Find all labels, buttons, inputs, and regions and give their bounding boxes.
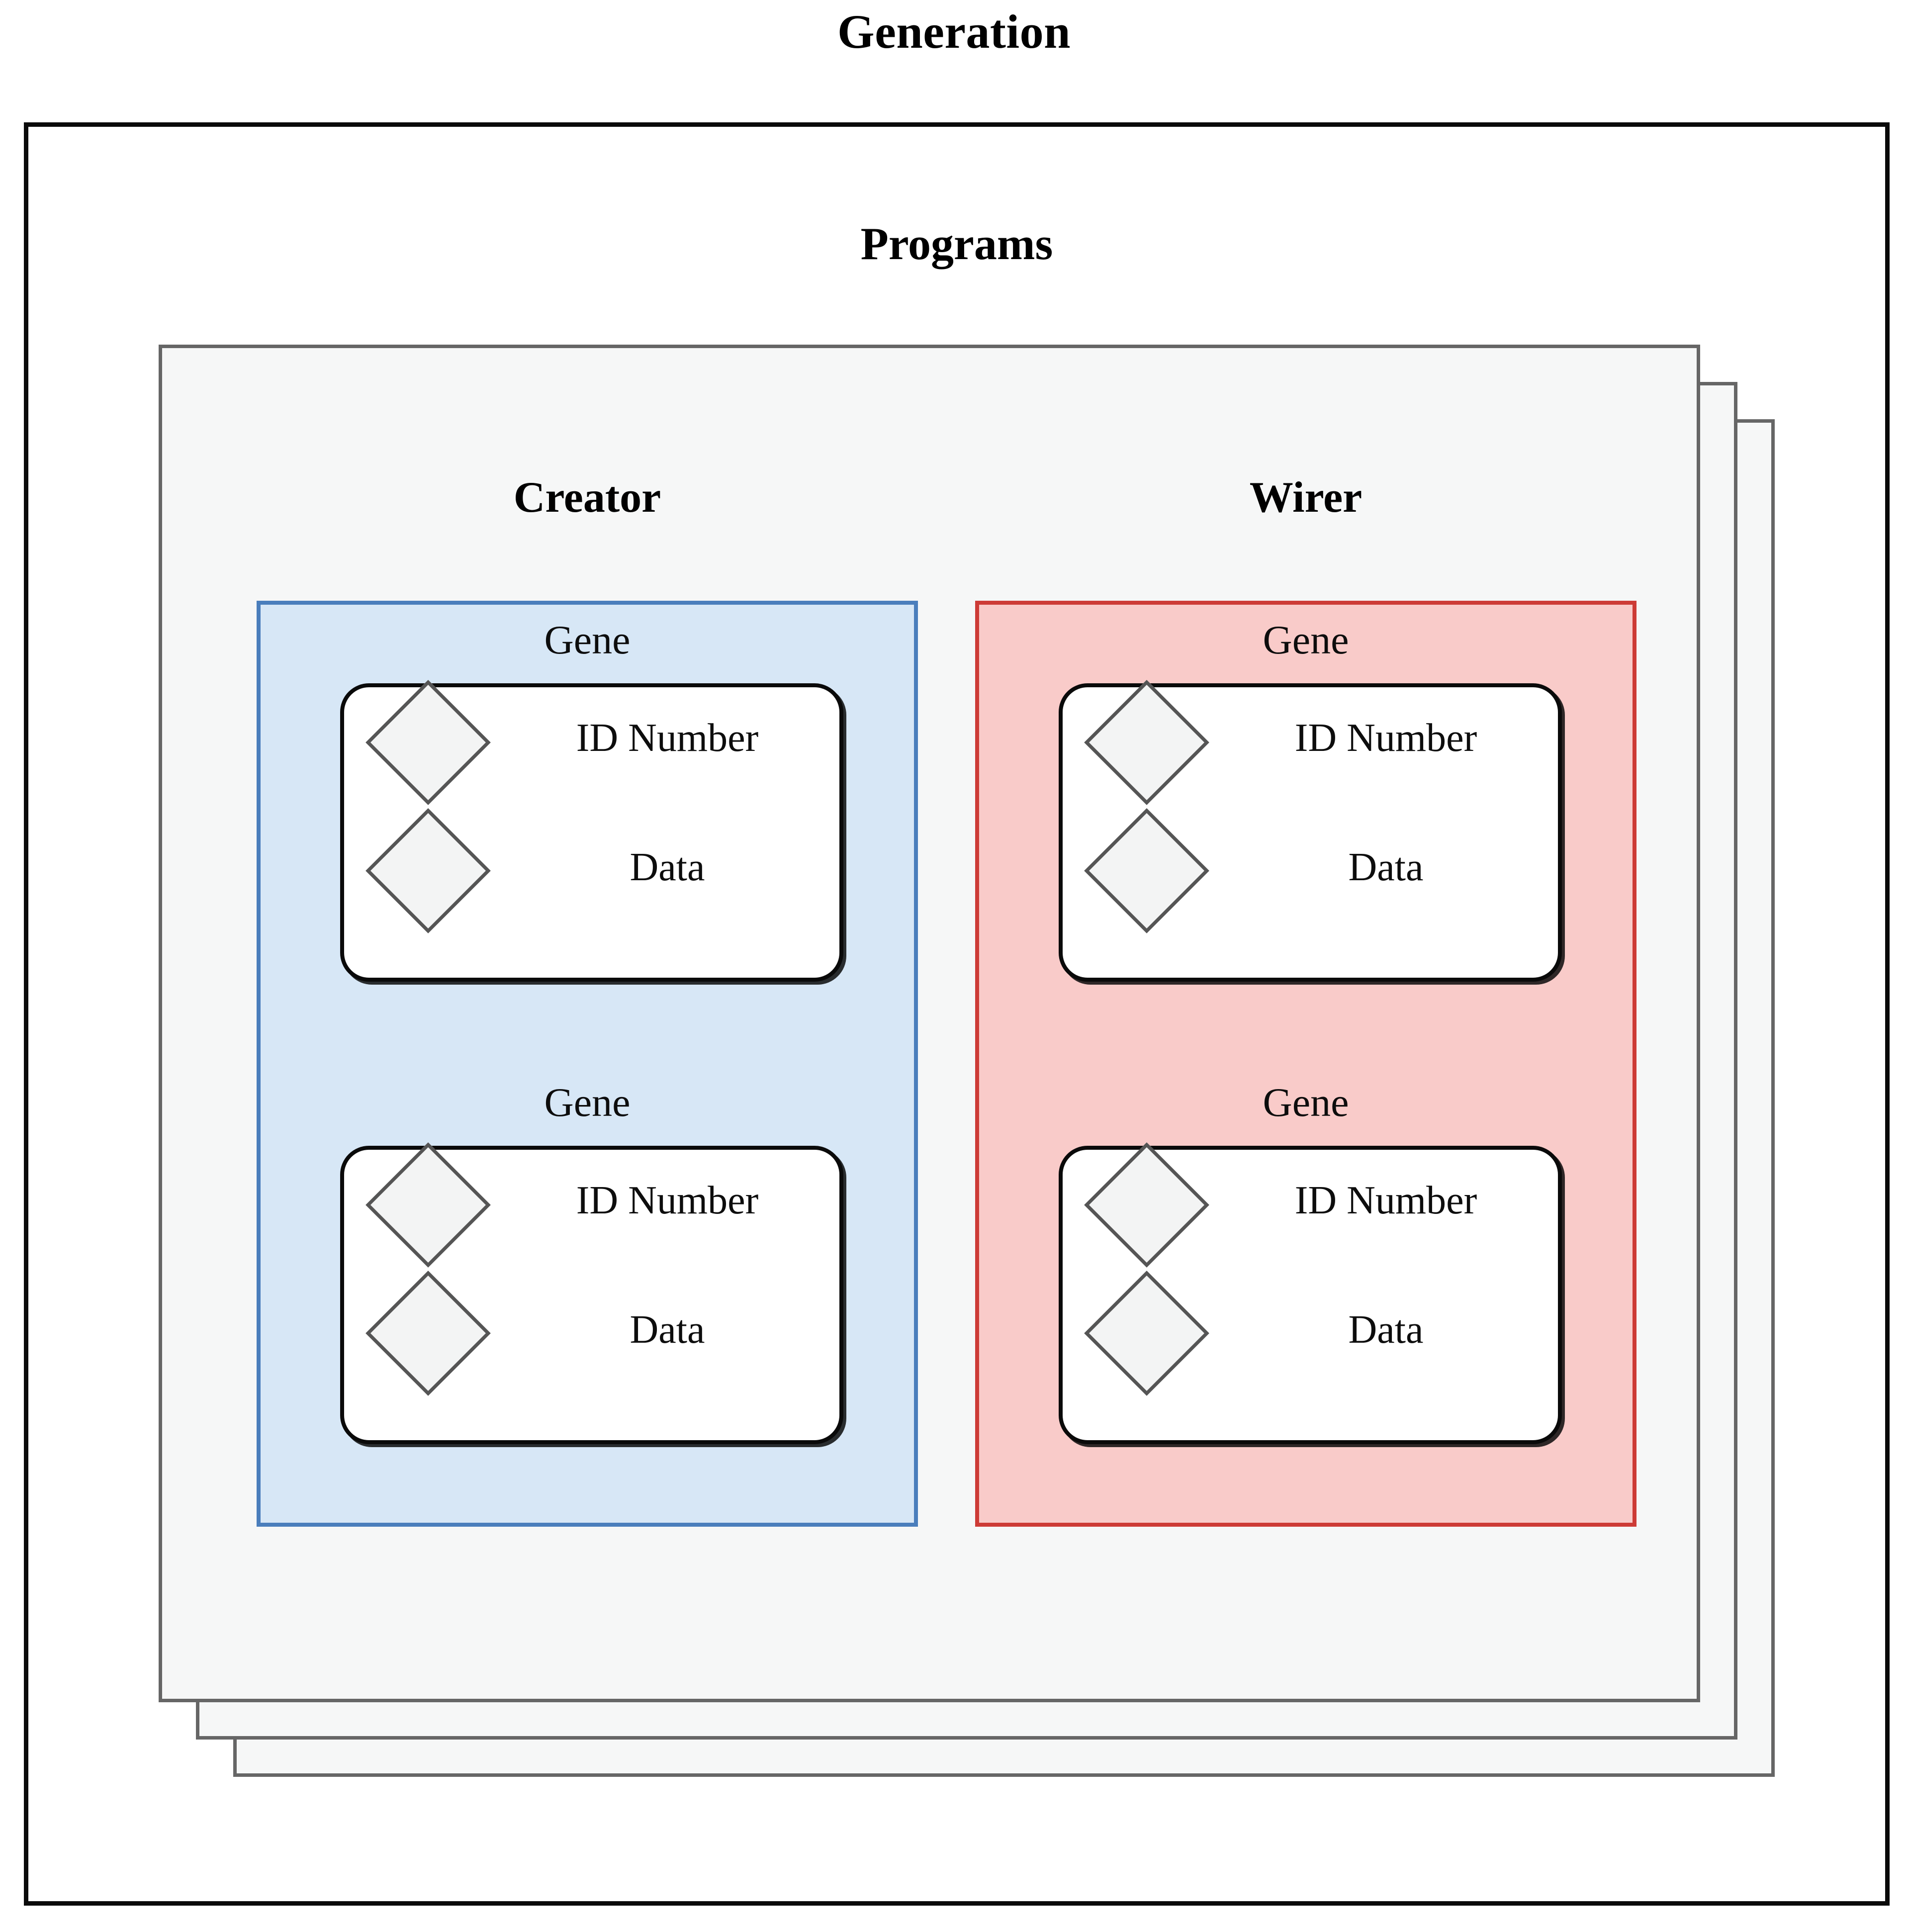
diamond-icon bbox=[1084, 680, 1209, 805]
diamond-icon bbox=[365, 680, 491, 805]
page-title: Generation bbox=[837, 5, 1071, 58]
gene-field-label: Data bbox=[630, 845, 705, 889]
gene-field-label: ID Number bbox=[576, 716, 759, 760]
gene-field-row: Data bbox=[344, 808, 839, 971]
column-title-wirer: Wirer bbox=[1249, 473, 1363, 522]
diamond-icon bbox=[365, 1271, 491, 1396]
gene-field-row: Data bbox=[1063, 1271, 1558, 1433]
gene-field-label: ID Number bbox=[576, 1179, 759, 1222]
gene-field-label: ID Number bbox=[1294, 716, 1477, 760]
generation-frame: Programs Creator Gene bbox=[24, 122, 1890, 1906]
gene-field-row: ID Number bbox=[1063, 680, 1558, 836]
diamond-icon bbox=[365, 1142, 491, 1268]
gene-card: ID Number Data bbox=[340, 680, 843, 982]
gene-field-label: ID Number bbox=[1294, 1179, 1477, 1222]
gene-label: Gene bbox=[544, 617, 631, 662]
programs-label: Programs bbox=[860, 218, 1053, 269]
gene-field-row: Data bbox=[1063, 808, 1558, 971]
gene-field-label: Data bbox=[1348, 845, 1424, 889]
gene-card: ID Number Data bbox=[1059, 680, 1562, 982]
gene-field-row: ID Number bbox=[1063, 1142, 1558, 1299]
gene-card: ID Number Data bbox=[1059, 1142, 1562, 1444]
gene-field-row: ID Number bbox=[344, 1142, 839, 1299]
gene-field-row: ID Number bbox=[344, 680, 839, 836]
wirer-gene-container: Gene ID Number Data bbox=[975, 601, 1636, 1527]
diamond-icon bbox=[1084, 1271, 1209, 1396]
gene-label: Gene bbox=[1263, 617, 1349, 662]
gene-field-label: Data bbox=[1348, 1308, 1424, 1352]
gene-label: Gene bbox=[1263, 1080, 1349, 1125]
role-columns: Creator Gene ID Number bbox=[162, 348, 1697, 1699]
diamond-icon bbox=[365, 808, 491, 933]
diamond-icon bbox=[1084, 808, 1209, 933]
gene-card: ID Number Data bbox=[340, 1142, 843, 1444]
program-card-stack: Creator Gene ID Number bbox=[159, 345, 1775, 1777]
gene-label: Gene bbox=[544, 1080, 631, 1125]
diamond-icon bbox=[1084, 1142, 1209, 1268]
gene-field-row: Data bbox=[344, 1271, 839, 1433]
creator-gene-container: Gene ID Number Data bbox=[257, 601, 918, 1527]
column-title-creator: Creator bbox=[513, 473, 661, 522]
column-creator: Creator Gene ID Number bbox=[254, 348, 920, 1699]
gene-field-label: Data bbox=[630, 1308, 705, 1352]
program-card-front: Creator Gene ID Number bbox=[159, 345, 1700, 1702]
column-wirer: Wirer Gene ID Number bbox=[973, 348, 1639, 1699]
